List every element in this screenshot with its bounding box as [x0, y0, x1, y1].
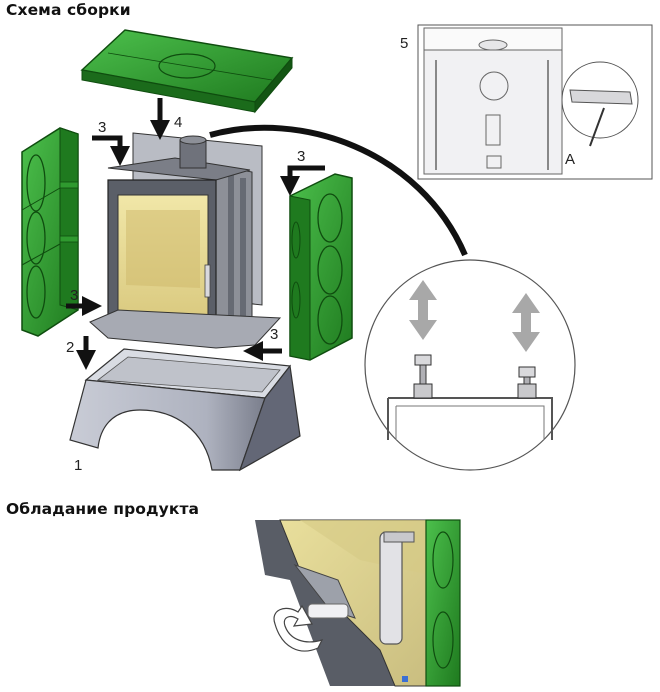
label-3-left-top: 3 [98, 119, 106, 136]
assembly-arrows [66, 98, 325, 370]
product-heading: Обладание продукта [6, 500, 200, 518]
stove-body [89, 132, 282, 349]
label-1: 1 [74, 457, 82, 474]
label-2: 2 [66, 339, 74, 356]
left-side-tile [21, 127, 79, 337]
label-3-right-top: 3 [297, 148, 305, 165]
label-3-right-bottom: 3 [270, 326, 278, 343]
detail-view-5 [417, 24, 653, 180]
leader-to-adjustment-detail [209, 124, 468, 257]
label-5: 5 [400, 35, 408, 52]
stove-base [69, 348, 301, 472]
top-cover-tile [80, 29, 294, 114]
label-3-left-bottom: 3 [70, 287, 78, 304]
label-4: 4 [174, 114, 182, 131]
height-adjustment-detail [364, 259, 576, 471]
adjust-up-down-arrows [409, 280, 540, 352]
label-a: A [565, 151, 575, 168]
right-side-tile [289, 173, 353, 361]
assembly-heading: Схема сборки [6, 1, 131, 19]
